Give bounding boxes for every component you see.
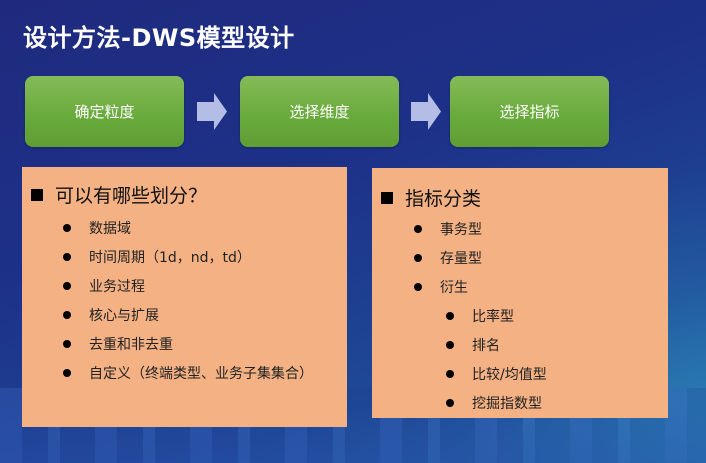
partition-panel: 可以有哪些划分？ 数据域 时间周期（1d，nd，td） 业务过程 核心与扩展 去…: [22, 167, 347, 427]
bullet-icon: [414, 283, 422, 291]
bullet-icon: [63, 311, 71, 319]
square-bullet-icon: [31, 188, 43, 201]
step-select-metrics: 选择指标: [450, 76, 609, 147]
list-item-label: 事务型: [440, 222, 482, 238]
square-bullet-icon: [381, 191, 393, 204]
list-item-label: 数据域: [89, 221, 131, 237]
list-item-label: 衍生: [440, 280, 468, 296]
bullet-icon: [63, 224, 71, 232]
list-item: 去重和非去重: [63, 334, 173, 354]
sub-list-item-label: 挖掘指数型: [472, 396, 542, 412]
list-item-label: 存量型: [440, 251, 482, 267]
bullet-icon: [414, 254, 422, 262]
list-item: 事务型: [414, 219, 482, 239]
sub-list-item: 挖掘指数型: [446, 393, 542, 413]
list-item-label: 业务过程: [89, 279, 145, 295]
sub-list-item-label: 比率型: [472, 309, 514, 325]
metric-category-panel: 指标分类 事务型 存量型 衍生 比率型 排名 比较/均值型 挖掘指数型: [372, 168, 668, 418]
list-item: 核心与扩展: [63, 305, 159, 325]
slide-title: 设计方法-DWS模型设计: [23, 24, 295, 52]
sub-list-item-label: 比较/均值型: [472, 367, 547, 383]
bullet-icon: [446, 399, 454, 407]
list-item: 数据域: [63, 218, 131, 238]
step-determine-granularity: 确定粒度: [25, 76, 184, 147]
sub-list-item: 排名: [446, 335, 500, 355]
partition-heading: 可以有哪些划分？: [31, 181, 207, 208]
bullet-icon: [63, 369, 71, 377]
right-arrow-icon: [197, 93, 227, 130]
metric-category-heading: 指标分类: [381, 184, 481, 211]
bullet-icon: [63, 253, 71, 261]
list-item: 业务过程: [63, 276, 145, 296]
bullet-icon: [446, 341, 454, 349]
sub-list-item: 比较/均值型: [446, 364, 547, 384]
list-item-label: 时间周期（1d，nd，td）: [89, 250, 251, 266]
list-item-label: 去重和非去重: [89, 337, 173, 353]
bullet-icon: [63, 282, 71, 290]
list-item-label: 自定义（终端类型、业务子集集合）: [89, 366, 313, 382]
list-item-label: 核心与扩展: [89, 308, 159, 324]
list-item: 时间周期（1d，nd，td）: [63, 247, 251, 267]
metric-category-heading-text: 指标分类: [405, 188, 482, 210]
list-item: 自定义（终端类型、业务子集集合）: [63, 363, 313, 383]
bullet-icon: [63, 340, 71, 348]
bullet-icon: [446, 370, 454, 378]
right-arrow-icon: [411, 93, 441, 130]
sub-list-item-label: 排名: [472, 338, 500, 354]
step-select-dimensions: 选择维度: [240, 76, 399, 147]
sub-list-item: 比率型: [446, 306, 514, 326]
list-item: 衍生: [414, 277, 468, 297]
bullet-icon: [414, 225, 422, 233]
bullet-icon: [446, 312, 454, 320]
partition-heading-text: 可以有哪些划分？: [55, 185, 208, 207]
list-item: 存量型: [414, 248, 482, 268]
